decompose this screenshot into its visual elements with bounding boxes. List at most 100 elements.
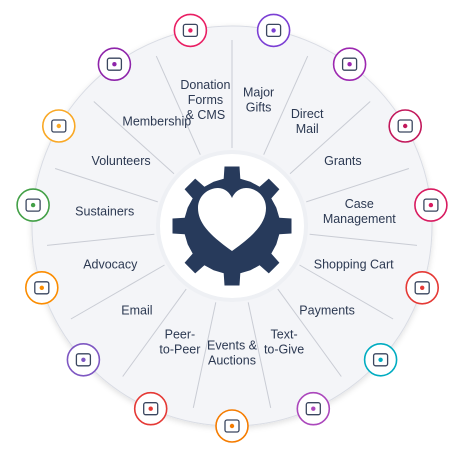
- icon-glyph: [224, 419, 240, 433]
- segment-shopping-cart[interactable]: Shopping Cart: [314, 258, 440, 305]
- spoke-line: [289, 101, 371, 175]
- icon-glyph: [25, 198, 41, 212]
- segment-label-volunteers: Volunteers: [92, 154, 151, 168]
- icon-accent: [271, 28, 276, 33]
- segment-label-text-to-give: Text-to-Give: [264, 328, 304, 357]
- segment-advocacy[interactable]: Advocacy: [24, 258, 138, 305]
- segment-label-line: Donation: [180, 78, 230, 92]
- segment-label-payments: Payments: [299, 304, 355, 318]
- spoke-line: [299, 264, 394, 320]
- icon-accent: [403, 123, 408, 129]
- heart-icon[interactable]: [256, 13, 291, 48]
- segment-label-line: Auctions: [208, 354, 256, 368]
- chat-heart-icon[interactable]: [296, 391, 331, 426]
- segment-volunteers[interactable]: Volunteers: [41, 109, 151, 168]
- segment-label-membership: Membership: [122, 115, 191, 129]
- segment-sustainers[interactable]: Sustainers: [16, 188, 134, 222]
- spoke-line: [192, 302, 217, 409]
- segment-events-auctions[interactable]: Events &Auctions: [207, 339, 258, 443]
- icon-accent: [378, 357, 383, 362]
- spoke-line: [277, 288, 342, 377]
- form-gear-icon[interactable]: [173, 13, 208, 48]
- segment-label-line: Payments: [299, 304, 355, 318]
- icon-glyph: [305, 402, 321, 416]
- icon-accent: [56, 123, 61, 129]
- segment-grants[interactable]: Grants: [324, 109, 423, 168]
- icon-accent: [39, 285, 44, 290]
- segment-label-line: Peer-: [165, 328, 196, 342]
- icon-glyph: [182, 23, 199, 38]
- segment-label-peer-to-peer: Peer-to-Peer: [159, 328, 200, 357]
- segment-membership[interactable]: Membership: [97, 47, 191, 129]
- icon-accent: [148, 406, 153, 411]
- icon-accent: [420, 285, 425, 290]
- coins-icon[interactable]: [363, 342, 398, 377]
- icon-glyph: [423, 198, 439, 212]
- spoke-line: [309, 233, 418, 246]
- center-heart: [198, 188, 266, 251]
- segment-label-line: Gifts: [246, 101, 272, 115]
- spoke-line: [155, 55, 201, 155]
- people-exchange-icon[interactable]: [133, 391, 168, 426]
- megaphone-icon[interactable]: [24, 270, 59, 305]
- user-badge-icon[interactable]: [97, 47, 132, 81]
- spoke-line: [306, 168, 410, 203]
- segment-label-email: Email: [121, 304, 152, 318]
- spoke-line: [122, 288, 187, 377]
- icon-accent: [347, 61, 352, 67]
- spokes: [46, 40, 418, 409]
- calendar-gavel-icon[interactable]: [215, 409, 249, 443]
- icon-glyph: [51, 119, 67, 133]
- segment-text-to-give[interactable]: Text-to-Give: [264, 328, 331, 426]
- icon-glyph: [34, 281, 50, 295]
- icon-accent: [30, 202, 36, 208]
- segment-label-grants: Grants: [324, 154, 362, 168]
- segment-label-advocacy: Advocacy: [83, 258, 138, 272]
- segment-label-line: Forms: [188, 93, 223, 107]
- segment-label-line: Sustainers: [75, 205, 134, 219]
- segment-label-line: Management: [323, 212, 396, 226]
- icon-accent: [188, 28, 193, 33]
- segment-label-line: to-Give: [264, 343, 304, 357]
- envelope-open-icon[interactable]: [332, 47, 367, 81]
- envelope-icon[interactable]: [66, 342, 101, 377]
- spoke-line: [263, 55, 309, 155]
- briefcase-gear-icon[interactable]: [414, 188, 448, 222]
- segment-label-line: Shopping Cart: [314, 258, 394, 272]
- icon-accent: [428, 202, 434, 208]
- segment-label-line: Mail: [296, 122, 319, 136]
- shopping-cart-icon[interactable]: [405, 270, 440, 305]
- icon-accent: [311, 406, 316, 411]
- segment-label-line: Grants: [324, 154, 362, 168]
- segment-label-line: to-Peer: [159, 343, 200, 357]
- segment-label-line: & CMS: [186, 108, 226, 122]
- segment-label-line: Email: [121, 304, 152, 318]
- icon-accent: [81, 357, 86, 362]
- spoke-line: [247, 302, 272, 409]
- recurring-dollar-icon[interactable]: [16, 188, 50, 222]
- segment-payments[interactable]: Payments: [299, 304, 398, 377]
- spoke-line: [54, 168, 158, 203]
- segment-label-line: Major: [243, 86, 274, 100]
- segment-label-line: Direct: [291, 107, 324, 121]
- segment-peer-to-peer[interactable]: Peer-to-Peer: [133, 328, 201, 426]
- segment-label-line: Volunteers: [92, 154, 151, 168]
- icon-glyph: [372, 353, 389, 367]
- spoke-line: [70, 264, 165, 320]
- segment-email[interactable]: Email: [66, 304, 153, 377]
- raised-hand-icon[interactable]: [41, 109, 76, 143]
- icon-glyph: [75, 353, 92, 367]
- segment-label-events-auctions: Events &Auctions: [207, 339, 258, 368]
- hand-money-icon[interactable]: [388, 109, 423, 143]
- icon-glyph: [341, 57, 358, 71]
- spoke-line: [93, 101, 175, 175]
